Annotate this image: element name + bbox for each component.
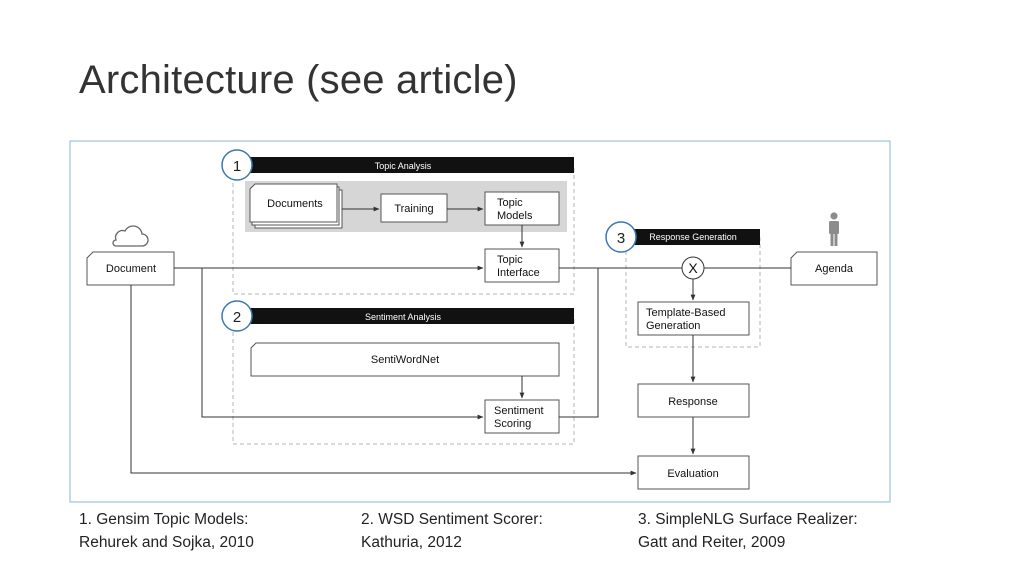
- template-generation-label-1: Template-Based: [646, 307, 726, 319]
- reference-2-line-2: Kathuria, 2012: [361, 534, 462, 551]
- topic-analysis-number: 1: [233, 158, 241, 175]
- sentiment-analysis-number: 2: [233, 309, 241, 326]
- agenda-node: Agenda: [790, 251, 878, 286]
- topic-interface-label-1: Topic: [497, 254, 523, 266]
- slide-title: Architecture (see article): [79, 58, 518, 102]
- documents-node: Documents: [249, 183, 343, 229]
- reference-2: 2. WSD Sentiment Scorer: Kathuria, 2012: [361, 508, 543, 554]
- reference-2-line-1: 2. WSD Sentiment Scorer:: [361, 511, 543, 528]
- sentiment-analysis-module: Sentiment Analysis 2: [221, 300, 575, 445]
- sentiment-scoring-label-1: Sentiment: [494, 405, 544, 417]
- response-generation-number-badge: [605, 221, 637, 253]
- reference-1-line-1: 1. Gensim Topic Models:: [79, 511, 249, 528]
- topic-interface-label-2: Interface: [497, 267, 540, 279]
- training-node: Training: [380, 193, 448, 223]
- combine-label: X: [688, 260, 698, 276]
- response-node: Response: [637, 383, 750, 418]
- topic-models-node: Topic Models: [484, 191, 560, 226]
- training-label: Training: [394, 203, 433, 215]
- sentiment-analysis-title: Sentiment Analysis: [365, 312, 442, 322]
- evaluation-label: Evaluation: [667, 468, 718, 480]
- documents-label: Documents: [267, 198, 323, 210]
- reference-3: 3. SimpleNLG Surface Realizer: Gatt and …: [638, 508, 858, 554]
- agenda-label: Agenda: [815, 263, 854, 275]
- combine-node: X: [681, 256, 705, 280]
- reference-3-line-2: Gatt and Reiter, 2009: [638, 534, 786, 551]
- response-generation-header: [622, 229, 760, 245]
- reference-3-line-1: 3. SimpleNLG Surface Realizer:: [638, 511, 858, 528]
- topic-models-label-2: Models: [497, 210, 533, 222]
- topic-analysis-title: Topic Analysis: [375, 161, 432, 171]
- evaluation-node: Evaluation: [637, 455, 750, 490]
- template-generation-label-2: Generation: [646, 320, 700, 332]
- sentiment-analysis-header: [237, 308, 574, 324]
- sentiment-analysis-number-badge: [221, 300, 253, 332]
- connectors: [130, 206, 791, 476]
- reference-1: 1. Gensim Topic Models: Rehurek and Sojk…: [79, 508, 254, 554]
- topic-analysis-header: [237, 157, 574, 173]
- sentiwordnet-label: SentiWordNet: [371, 354, 439, 366]
- topic-interface-node: Topic Interface: [484, 248, 560, 283]
- topic-analysis-number-badge: [221, 149, 253, 181]
- response-label: Response: [668, 396, 718, 408]
- response-generation-title: Response Generation: [649, 232, 737, 242]
- document-node: Document: [86, 251, 175, 286]
- document-label: Document: [106, 263, 156, 275]
- sentiment-scoring-node: Sentiment Scoring: [484, 399, 560, 434]
- template-generation-node: Template-Based Generation: [637, 301, 750, 336]
- reference-1-line-2: Rehurek and Sojka, 2010: [79, 534, 254, 551]
- sentiwordnet-node: SentiWordNet: [250, 342, 560, 377]
- topic-models-label-1: Topic: [497, 197, 523, 209]
- cloud-icon: [112, 225, 149, 247]
- response-generation-number: 3: [617, 230, 625, 247]
- person-icon: [829, 212, 839, 246]
- sentiment-scoring-label-2: Scoring: [494, 418, 531, 430]
